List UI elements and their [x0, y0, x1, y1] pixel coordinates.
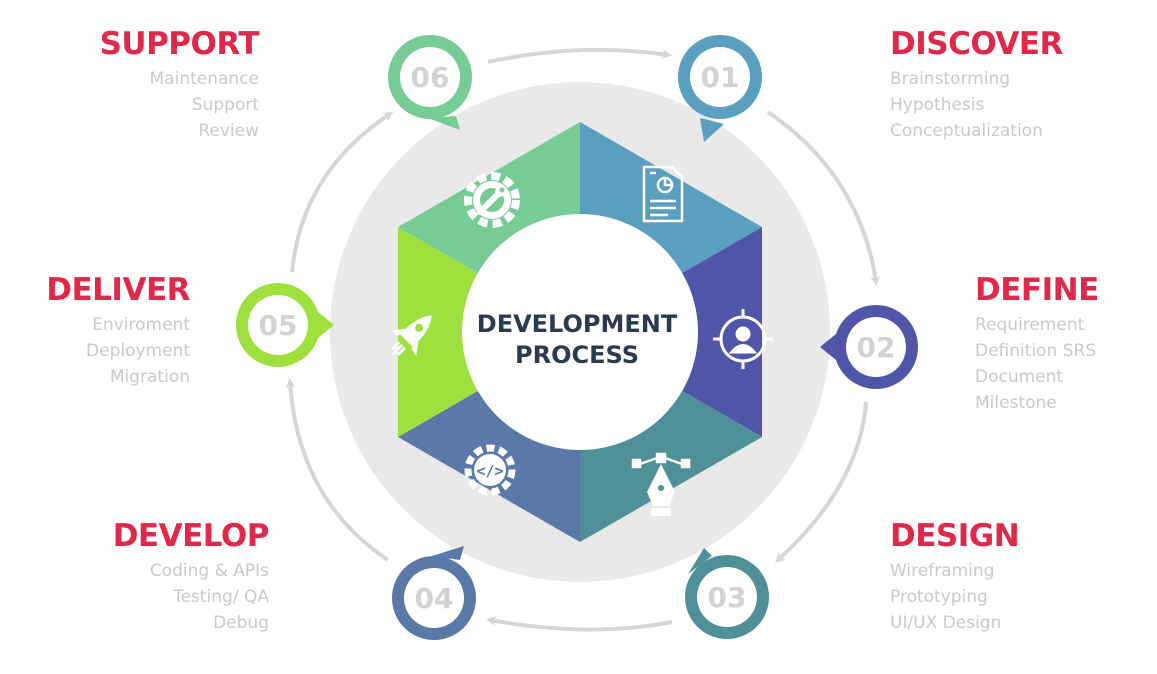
phase-block-develop: DEVELOP Coding & APIs Testing/ QA Debug [112, 518, 270, 636]
phase-item: Hypothesis [890, 95, 985, 115]
step-number: 03 [708, 581, 747, 614]
code-gear-icon: </> [464, 444, 516, 496]
phase-item: Testing/ QA [173, 587, 269, 607]
phase-title-define: DEFINE [975, 272, 1099, 308]
step-badge-06: 06 [388, 35, 472, 130]
phase-item: Requirement [975, 315, 1085, 335]
step-number: 06 [411, 61, 450, 94]
phase-item: UI/UX Design [890, 613, 1002, 633]
wrench-gear-icon [464, 172, 520, 228]
phase-item: Conceptualization [890, 121, 1043, 141]
phase-item: Maintenance [149, 69, 259, 89]
badge-pointer [820, 334, 836, 360]
document-chart-icon [642, 165, 684, 223]
step-number: 05 [259, 309, 298, 342]
center-title-line2: PROCESS [515, 341, 639, 369]
target-user-icon [713, 309, 773, 369]
arrow-04-to-05 [285, 378, 390, 562]
center-title-line1: DEVELOPMENT [477, 310, 678, 338]
badge-center [846, 317, 906, 377]
arrow-02-to-03 [775, 401, 868, 563]
step-number: 04 [415, 582, 454, 615]
phase-block-support: SUPPORT Maintenance Support Review [99, 26, 260, 144]
badge-pointer [318, 312, 334, 338]
wheel-clip-ring [330, 82, 830, 582]
phase-title-design: DESIGN [890, 518, 1020, 554]
step-badge-03: 03 [685, 548, 769, 639]
arrow-06-to-01 [487, 47, 672, 64]
phase-item: Coding & APIs [149, 561, 269, 581]
step-badge-05: 05 [236, 283, 334, 367]
step-number: 02 [857, 331, 896, 364]
phase-block-define: DEFINE Requirement Definition SRS Docume… [975, 272, 1099, 416]
badge-center [400, 47, 460, 107]
step-badge-04: 04 [392, 546, 476, 640]
phase-item: Prototyping [890, 587, 988, 607]
phase-item: Wireframing [890, 561, 995, 581]
phase-title-deliver: DELIVER [46, 272, 190, 308]
svg-text:</>: </> [476, 462, 503, 480]
step-number: 01 [701, 61, 740, 94]
phase-item: Milestone [975, 393, 1057, 413]
badge-pointer [428, 116, 460, 130]
phase-item: Enviroment [92, 315, 190, 335]
phase-item: Debug [213, 613, 269, 633]
arrow-03-to-04 [486, 616, 673, 632]
arrow-01-to-02 [766, 110, 881, 286]
phase-item: Support [191, 95, 259, 115]
badge-center [248, 295, 308, 355]
cycle-arrows [285, 47, 881, 632]
phase-title-develop: DEVELOP [112, 518, 270, 554]
center-circle [462, 214, 698, 450]
phase-item: Deployment [86, 341, 190, 361]
phase-block-design: DESIGN Wireframing Prototyping UI/UX Des… [890, 518, 1020, 636]
step-badge-01: 01 [678, 35, 762, 142]
step-badge-02: 02 [820, 305, 918, 389]
phase-item: Definition SRS [975, 341, 1097, 361]
phase-item: Brainstorming [890, 69, 1011, 89]
arrow-05-to-06 [290, 111, 394, 273]
phase-title-discover: DISCOVER [890, 26, 1063, 62]
pen-tool-icon [631, 452, 691, 516]
phase-block-deliver: DELIVER Enviroment Deployment Migration [46, 272, 190, 390]
badge-pointer [688, 548, 712, 574]
phase-badges: 01 02 03 04 05 06 [236, 35, 918, 640]
badge-center [697, 567, 757, 627]
rocket-icon [390, 315, 432, 357]
badge-pointer [700, 118, 724, 142]
phase-block-discover: DISCOVER Brainstorming Hypothesis Concep… [890, 26, 1063, 144]
badge-center [404, 568, 464, 628]
phase-title-support: SUPPORT [99, 26, 260, 62]
badge-center [690, 47, 750, 107]
phase-item: Review [198, 121, 259, 141]
phase-item: Migration [109, 367, 190, 387]
phase-item: Document [975, 367, 1064, 387]
